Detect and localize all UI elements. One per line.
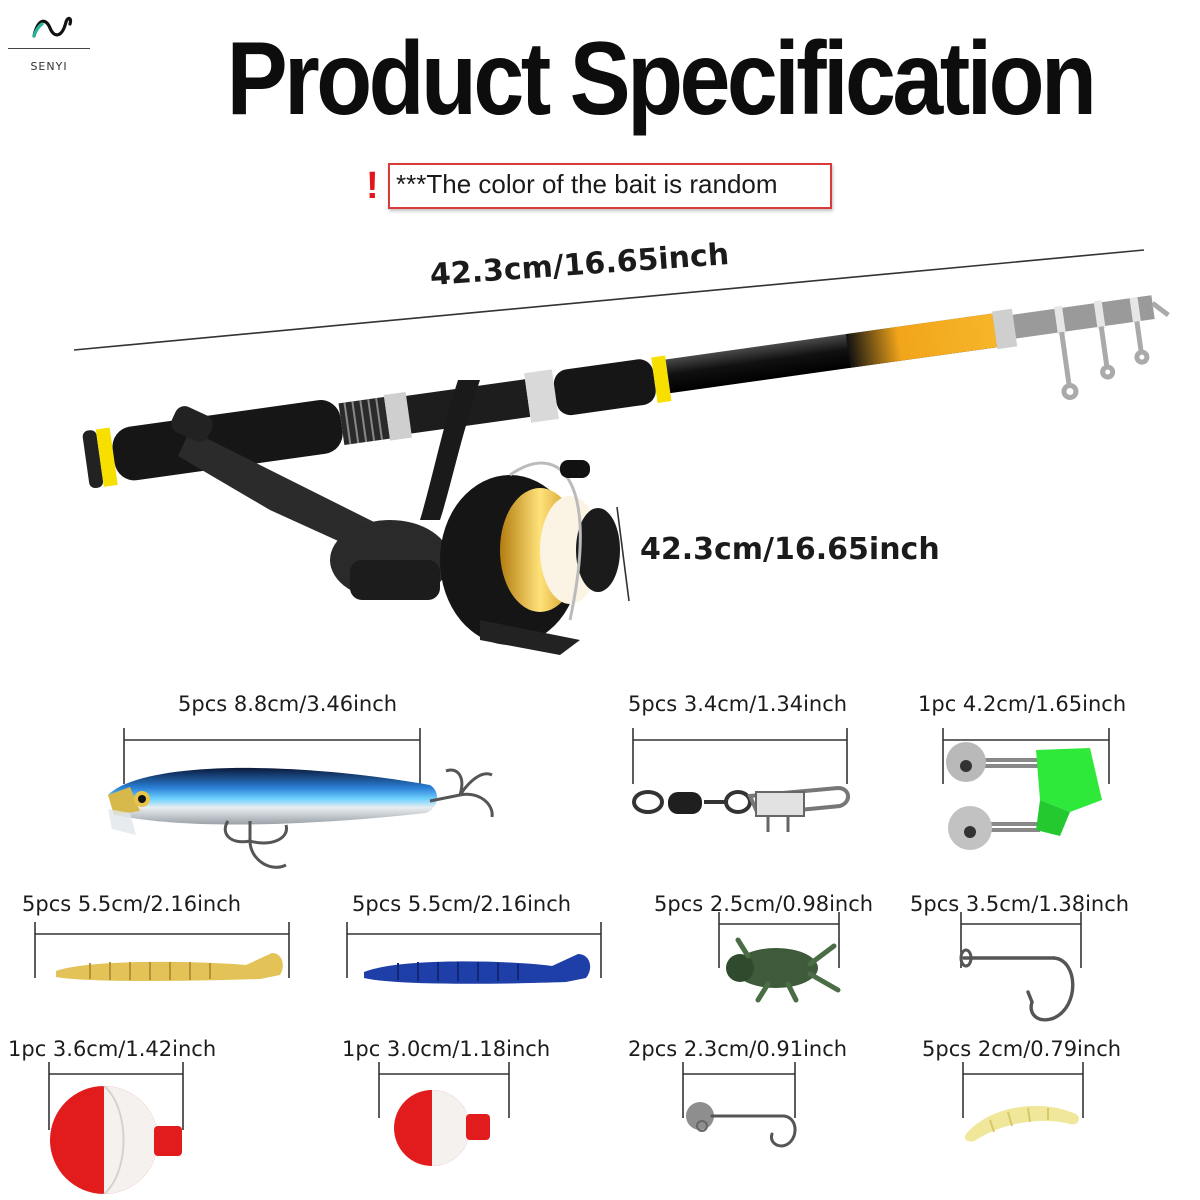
large-float-label: 1pc 3.6cm/1.42inch xyxy=(8,1037,217,1061)
jig-head-image xyxy=(686,1102,797,1148)
brand-rule xyxy=(8,48,90,49)
soft-cricket-dimension xyxy=(718,912,840,968)
reel-dimension-line xyxy=(616,506,630,602)
soft-grub-image xyxy=(964,1105,1079,1142)
yellow-paddle-tail-image xyxy=(56,953,283,981)
small-float-dimension xyxy=(378,1062,510,1118)
minnow-lure-label: 5pcs 8.8cm/3.46inch xyxy=(178,692,398,716)
page-title: Product Specification xyxy=(226,21,1097,137)
large-float-image xyxy=(50,1085,182,1195)
rod-and-reel-image xyxy=(82,295,1170,655)
blue-paddle-tail-label: 5pcs 5.5cm/2.16inch xyxy=(352,892,572,916)
yellow-paddle-tail-dimension xyxy=(34,922,290,978)
bite-alarm-bells-label: 1pc 4.2cm/1.65inch xyxy=(918,692,1127,716)
soft-grub-label: 5pcs 2cm/0.79inch xyxy=(922,1037,1122,1061)
blue-paddle-tail-image xyxy=(364,954,591,984)
yellow-paddle-tail-label: 5pcs 5.5cm/2.16inch xyxy=(22,892,242,916)
rod-dimension-line xyxy=(73,249,1145,351)
warning-mark-icon: ! xyxy=(366,165,379,207)
swivel-snap-label: 5pcs 3.4cm/1.34inch xyxy=(628,692,848,716)
minnow-lure-dimension xyxy=(123,728,421,784)
swivel-snap-image xyxy=(632,785,850,832)
brand-mark-icon xyxy=(32,16,73,38)
soft-cricket-image xyxy=(726,937,841,1003)
small-float-label: 1pc 3.0cm/1.18inch xyxy=(342,1037,551,1061)
swivel-snap-dimension xyxy=(632,728,848,784)
reel-length-label: 42.3cm/16.65inch xyxy=(640,532,940,567)
notice-box xyxy=(388,163,832,209)
soft-cricket-label: 5pcs 2.5cm/0.98inch xyxy=(654,892,874,916)
jig-head-dimension xyxy=(682,1062,796,1118)
bite-alarm-bells-dimension xyxy=(942,728,1110,784)
bite-alarm-bells-image xyxy=(946,742,1102,850)
large-float-dimension xyxy=(48,1062,184,1130)
minnow-lure-image xyxy=(108,767,494,869)
soft-grub-dimension xyxy=(962,1062,1084,1118)
fish-hook-label: 5pcs 3.5cm/1.38inch xyxy=(910,892,1130,916)
jig-head-label: 2pcs 2.3cm/0.91inch xyxy=(628,1037,848,1061)
notice-text: ***The color of the bait is random xyxy=(396,169,778,199)
blue-paddle-tail-dimension xyxy=(346,922,602,978)
fish-hook-image xyxy=(959,948,1075,1022)
brand-logo: SENYI xyxy=(8,12,90,82)
small-float-image xyxy=(394,1090,490,1166)
brand-name: SENYI xyxy=(30,60,68,73)
